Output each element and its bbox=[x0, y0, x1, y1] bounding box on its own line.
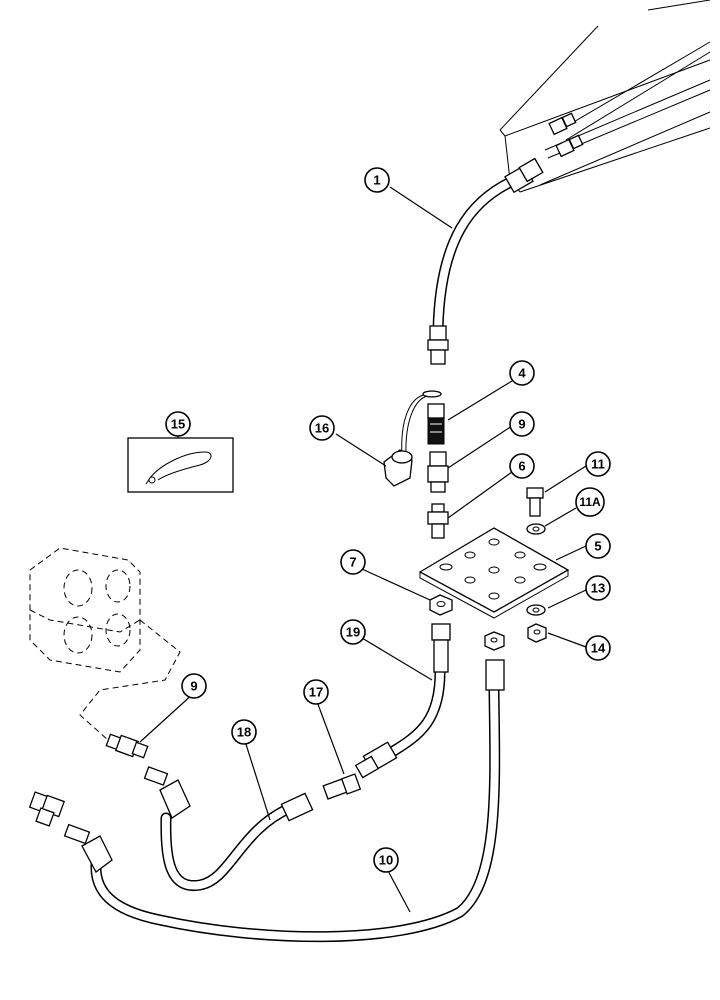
svg-text:10: 10 bbox=[379, 853, 393, 868]
callout-1: 1 bbox=[364, 167, 390, 193]
callout-13: 13 bbox=[585, 575, 611, 601]
callout-4: 4 bbox=[509, 360, 535, 386]
svg-text:19: 19 bbox=[346, 625, 360, 640]
coupler-loose bbox=[28, 791, 66, 827]
svg-text:7: 7 bbox=[349, 555, 356, 570]
svg-text:1: 1 bbox=[373, 173, 380, 188]
callout-7: 7 bbox=[340, 549, 366, 575]
coupler-4 bbox=[427, 403, 445, 445]
hose-18 bbox=[143, 766, 314, 892]
adapter-6 bbox=[427, 503, 449, 539]
callout-14: 14 bbox=[585, 635, 611, 661]
plate-5 bbox=[418, 527, 570, 619]
boom-fitting-lower bbox=[555, 134, 584, 158]
svg-text:13: 13 bbox=[591, 581, 605, 596]
svg-text:17: 17 bbox=[309, 685, 323, 700]
nut-hose-10 bbox=[484, 631, 505, 651]
callout-16: 16 bbox=[309, 415, 335, 441]
coupler-block bbox=[29, 547, 181, 741]
svg-text:18: 18 bbox=[237, 725, 251, 740]
callout-5: 5 bbox=[585, 533, 611, 559]
o-ring bbox=[422, 390, 442, 398]
washer-11a bbox=[526, 523, 546, 535]
coupler-9-lower bbox=[105, 733, 149, 759]
inset-box-15 bbox=[127, 437, 234, 493]
svg-text:6: 6 bbox=[518, 459, 525, 474]
callout-11: 11 bbox=[585, 451, 611, 477]
svg-text:9: 9 bbox=[190, 679, 197, 694]
svg-text:5: 5 bbox=[594, 539, 601, 554]
coupler-9-upper bbox=[427, 451, 449, 493]
callout-6: 6 bbox=[509, 453, 535, 479]
svg-text:11: 11 bbox=[591, 457, 605, 472]
leader-lines bbox=[139, 186, 587, 913]
svg-text:14: 14 bbox=[591, 641, 606, 656]
nut-7 bbox=[429, 594, 453, 616]
hose-19 bbox=[354, 623, 451, 779]
callout-18: 18 bbox=[231, 719, 257, 745]
bolt-11 bbox=[526, 487, 544, 517]
svg-text:4: 4 bbox=[518, 366, 526, 381]
boom-fitting-upper bbox=[548, 112, 577, 136]
svg-text:9: 9 bbox=[518, 417, 525, 432]
callout-10: 10 bbox=[373, 847, 399, 873]
callout-9-upper: 9 bbox=[509, 411, 535, 437]
nut-14 bbox=[527, 623, 547, 643]
hose-1 bbox=[427, 157, 544, 365]
svg-text:15: 15 bbox=[171, 417, 185, 432]
callout-11a: 11A bbox=[575, 487, 605, 517]
adapter-17 bbox=[322, 773, 362, 800]
callout-19: 19 bbox=[340, 619, 366, 645]
washer-11a-hole bbox=[532, 526, 540, 532]
callout-17: 17 bbox=[303, 679, 329, 705]
lockwasher-13 bbox=[526, 604, 546, 616]
hose-10 bbox=[63, 659, 505, 943]
callout-9-lower: 9 bbox=[181, 673, 207, 699]
dust-cap-16 bbox=[383, 394, 428, 487]
svg-text:16: 16 bbox=[315, 421, 329, 436]
svg-text:11A: 11A bbox=[579, 495, 601, 509]
callout-15: 15 bbox=[165, 411, 191, 437]
